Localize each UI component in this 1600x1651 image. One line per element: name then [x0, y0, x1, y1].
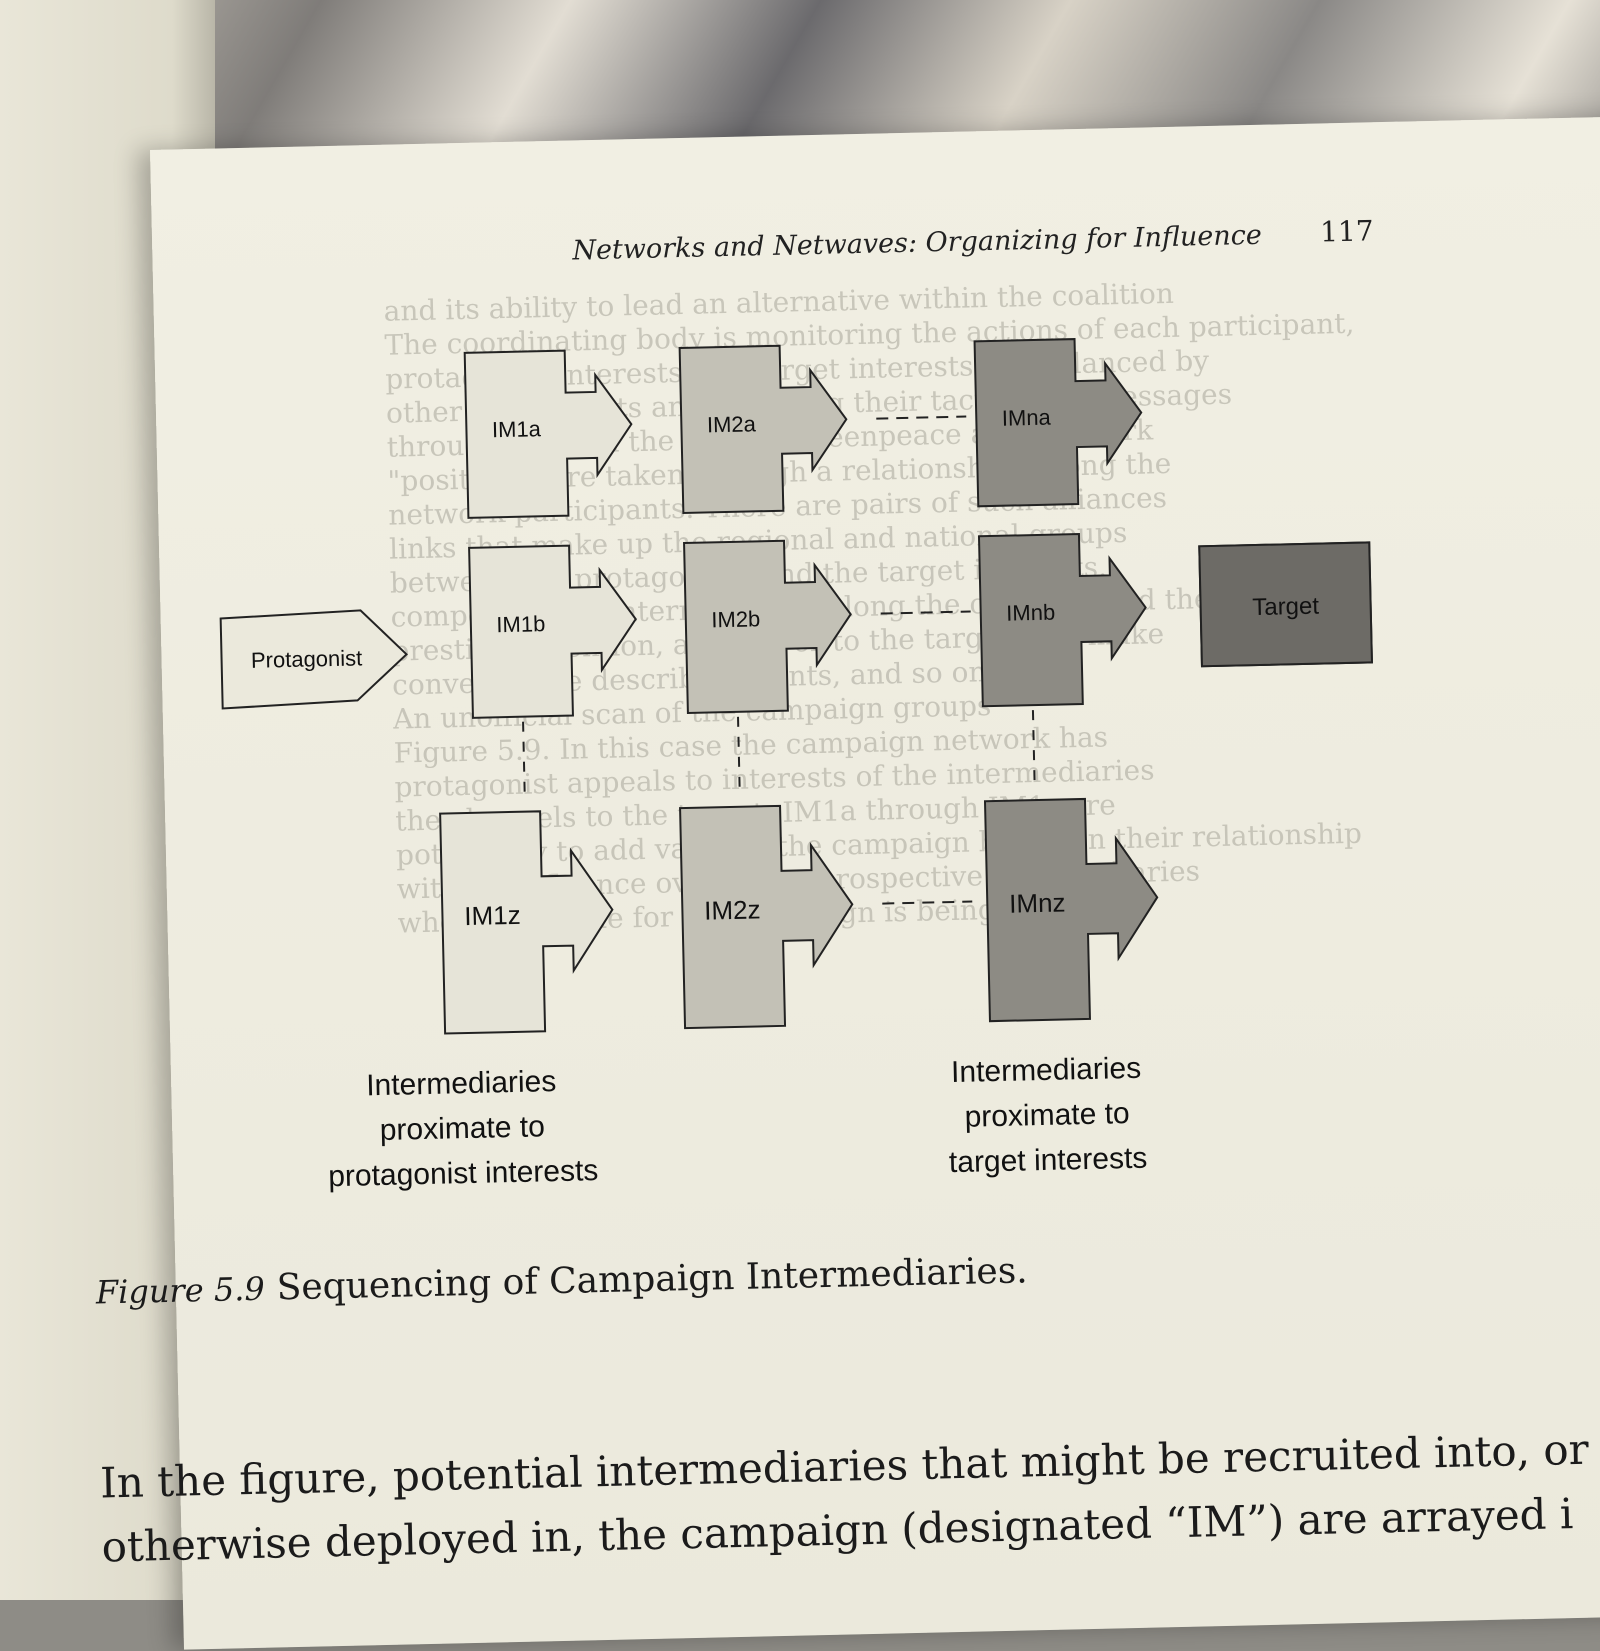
protagonist-label: Protagonist [251, 645, 363, 673]
node-label-imnb: IMnb [1006, 600, 1055, 626]
node-label-imnz: IMnz [1009, 887, 1066, 918]
node-label-imna: IMna [1002, 405, 1052, 431]
node-im1b: IM1b [468, 544, 637, 719]
node-im1a: IM1a [463, 349, 633, 519]
right-note-line: target interests [949, 1142, 1148, 1179]
vertical-dash [522, 721, 526, 802]
node-imnz: IMnz [983, 797, 1159, 1023]
right-note: Intermediaries proximate to target inter… [949, 1052, 1148, 1179]
right-note-line: proximate to [964, 1097, 1130, 1134]
node-label-im1b: IM1b [496, 611, 545, 637]
figure-title: Sequencing of Campaign Intermediaries. [276, 1250, 1029, 1309]
node-label-im2a: IM2a [707, 411, 757, 437]
left-note-line: Intermediaries [366, 1065, 557, 1102]
continuation-dash [880, 610, 971, 615]
body-paragraph: In the figure, potential intermediaries … [100, 1416, 1600, 1579]
node-im2z: IM2z [679, 804, 854, 1030]
left-note-line: proximate to [379, 1110, 545, 1147]
node-im2a: IM2a [678, 344, 848, 515]
continuation-dash [882, 900, 973, 905]
right-note-line: Intermediaries [951, 1052, 1142, 1089]
node-label-im1z: IM1z [464, 900, 521, 931]
vertical-dash [737, 716, 741, 797]
node-label-im2b: IM2b [711, 606, 760, 632]
left-note: Intermediaries proximate to protagonist … [328, 1065, 599, 1193]
left-note-line: protagonist interests [328, 1154, 599, 1193]
continuation-dash [876, 415, 967, 420]
node-label-im2z: IM2z [704, 894, 761, 925]
vertical-dash [1031, 710, 1036, 791]
running-head: Networks and Netwaves: Organizing for In… [572, 219, 1263, 267]
target-node: Target [1198, 541, 1373, 668]
page-number: 117 [1319, 214, 1374, 249]
node-im1z: IM1z [439, 810, 614, 1035]
node-imnb: IMnb [977, 533, 1147, 708]
node-imna: IMna [973, 338, 1143, 508]
campaign-intermediaries-diagram: Protagonist IM1a IM2a IMna IM1b IM2b IMn [219, 338, 1373, 1193]
target-label: Target [1252, 593, 1320, 622]
book-page: Networks and Netwaves: Organizing for In… [95, 115, 1600, 1650]
node-label-im1a: IM1a [492, 416, 542, 442]
figure-label: Figure 5.9 [95, 1269, 266, 1312]
protagonist-node: Protagonist [219, 609, 408, 710]
node-im2b: IM2b [683, 539, 852, 714]
